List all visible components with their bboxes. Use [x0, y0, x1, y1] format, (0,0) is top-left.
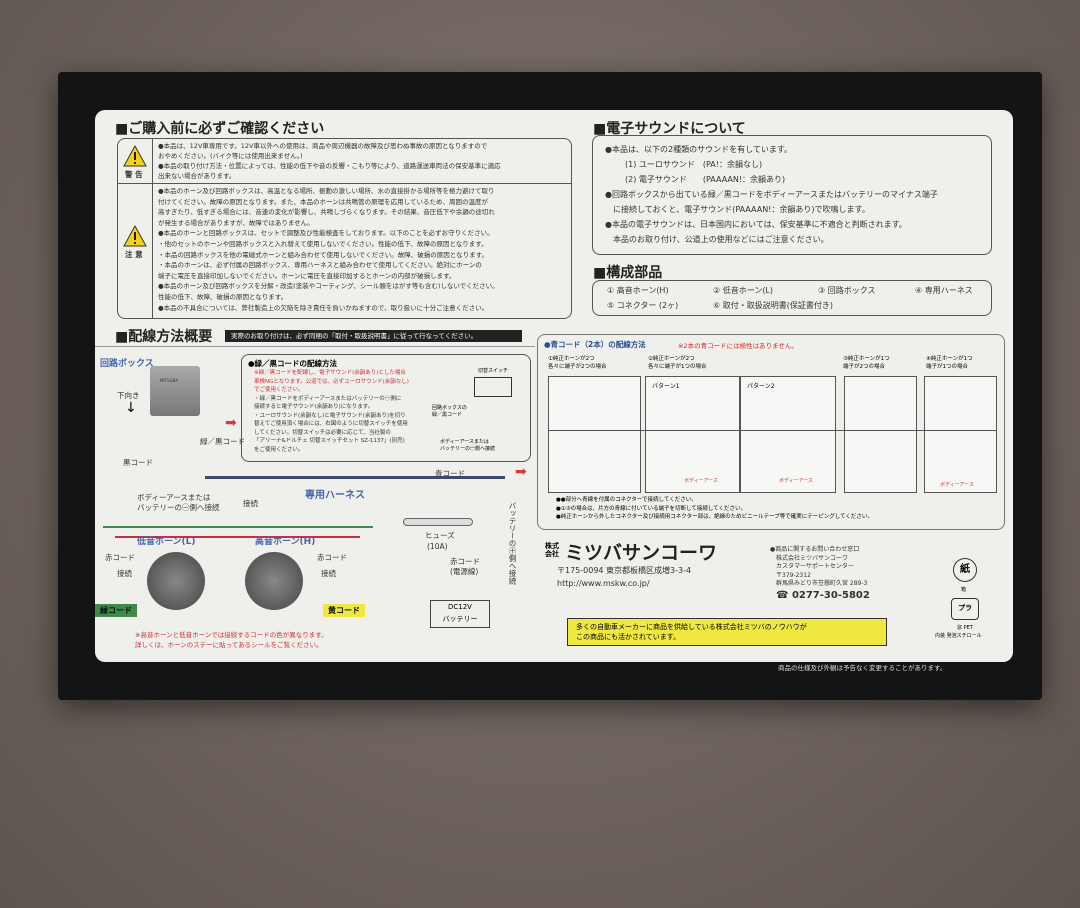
warning-icon [123, 145, 147, 167]
red-wire [115, 536, 360, 538]
switch-icon [474, 377, 512, 397]
case-4-panel: ボディーアース [924, 376, 997, 493]
precheck-title: ■ご購入前に必ずご確認ください [115, 121, 325, 137]
high-horn-illustration [245, 552, 303, 610]
part-item: ④ 専用ハーネス [915, 286, 973, 295]
body-earth-label: ボディーアースまたは [137, 493, 211, 502]
high-horn-label: 高音ホーン(H) [255, 537, 316, 547]
green-black-cord-label: 緑／黒コード [200, 437, 245, 446]
part-item: ⑥ 取付・取扱説明書(保証書付き) [713, 301, 833, 310]
fuse-label: ヒューズ [425, 531, 455, 540]
label-panel: ■ご購入前に必ずご確認ください 警 告 注 意 ●本品は、12V車専用です。12… [95, 110, 1013, 662]
caution-text: ●本品のホーン及び回路ボックスは、高温となる場所、振動の激しい場所、水の直接掛か… [158, 187, 499, 312]
disclaimer: 商品の仕様及び外観は予告なく変更することがあります。 [778, 664, 947, 672]
sound-box: ●本品は、以下の2種類のサウンドを有しています。 (1) ユーロサウンド (PA… [592, 135, 992, 255]
company-address: 〒175-0094 東京都板橋区成増3-3-4 [557, 566, 692, 575]
green-wire [103, 526, 373, 528]
harness-wire [205, 476, 505, 479]
red-cord-power-label: 赤コード [450, 557, 480, 566]
company-prefix: 株式 会社 [545, 542, 559, 558]
green-black-method-box: ●緑／黒コードの配線方法 ※緑／黒コードを配線し、電子サウンド(余韻あり)とした… [241, 354, 531, 462]
part-item: ⑤ コネクター (2ヶ) [607, 301, 679, 310]
caution-icon [123, 225, 147, 247]
battery-plus-label: バッテリーの㊉側へ接続 [508, 502, 517, 585]
warning-label: 警 告 [125, 170, 143, 179]
green-cord-label: 緑コード [95, 604, 137, 617]
sound-title: ■電子サウンドについて [593, 121, 746, 137]
downward-label: 下向き [117, 391, 140, 400]
plastic-label-2: 内装 発泡スチロール [935, 633, 982, 639]
case-1-panel [548, 376, 641, 493]
highlight-note: 多くの自動車メーカーに商品を供給している株式会社ミツバのノウハウがこの商品にも活… [567, 618, 887, 646]
wiring-banner: 実際のお取り付けは、必ず同梱の「取付・取扱説明書」に従って行なってください。 [225, 330, 522, 342]
paper-recycle-label: 箱 [961, 587, 967, 593]
part-item: ③ 回路ボックス [818, 286, 876, 295]
blue-cord-label: 青コード [435, 469, 465, 478]
low-horn-label: 低音ホーン(L) [137, 537, 196, 547]
fuse-rating: (10A) [427, 542, 448, 551]
connect-label: 接続 [321, 569, 336, 578]
company-name: ミツバサンコーワ [565, 542, 718, 564]
plastic-label: 窓 PET [957, 625, 973, 631]
precheck-box: 警 告 注 意 ●本品は、12V車専用です。12V車以外への使用は、商品や周辺機… [117, 138, 572, 319]
company-url[interactable]: http://www.mskw.co.jp/ [557, 579, 650, 588]
down-arrow-icon: ↓ [125, 400, 137, 416]
part-item: ① 高音ホーン(H) [607, 286, 669, 295]
blue-method-footnotes: ●●部分へ青線を付属のコネクターで接続してください。●①③の場合は、片方の青線に… [556, 497, 873, 520]
red-arrow-icon: ➡ [515, 464, 527, 480]
contact-info: ●商品に関するお問い合わせ窓口 株式会社ミツバサンコーワカスタマーサポートセンタ… [770, 546, 870, 601]
low-horn-illustration [147, 552, 205, 610]
blue-method-box: ●青コード（2本）の配線方法 ※2本の青コードには極性はありません。 ①純正ホー… [537, 334, 1005, 530]
caution-label: 注 意 [125, 250, 143, 259]
parts-box: ① 高音ホーン(H) ② 低音ホーン(L) ③ 回路ボックス ④ 専用ハーネス … [592, 280, 992, 316]
red-arrow-icon: ➡ [225, 415, 237, 431]
connect-label: 接続 [243, 499, 258, 508]
yellow-cord-label: 黄コード [323, 604, 365, 617]
circuit-box-label: 回路ボックス [100, 359, 154, 369]
wiring-note: ※高音ホーンと低音ホーンでは接続するコードの色が異なります。詳しくは、ホーンのス… [135, 631, 328, 649]
circuit-box-illustration: MITSUBA [150, 366, 200, 416]
part-item: ② 低音ホーン(L) [713, 286, 774, 295]
paper-recycle-icon: 紙 [953, 558, 977, 582]
red-cord-label: 赤コード [105, 553, 135, 562]
fuse-illustration [403, 518, 473, 526]
phone-number: ☎ 0277-30-5802 [776, 589, 870, 601]
parts-title: ■構成部品 [593, 265, 663, 281]
connect-label: 接続 [117, 569, 132, 578]
harness-label: 専用ハーネス [305, 490, 365, 501]
body-earth-label-2: バッテリーの㊀側へ接続 [137, 503, 220, 512]
power-line-label: (電源線) [450, 567, 479, 576]
wiring-title: ■配線方法概要 [115, 329, 213, 345]
red-cord-label: 赤コード [317, 553, 347, 562]
green-black-method-text: ※緑／黒コードを配線し、電子サウンド(余韻あり)とした場合車検NGとなります。公… [254, 370, 409, 453]
black-cord-label: 黒コード [123, 458, 153, 467]
plastic-recycle-icon: プラ [951, 598, 979, 620]
case-3-panel [844, 376, 917, 493]
warning-text: ●本品は、12V車専用です。12V車以外への使用は、商品や周辺機器の故障及び思わ… [158, 142, 501, 180]
